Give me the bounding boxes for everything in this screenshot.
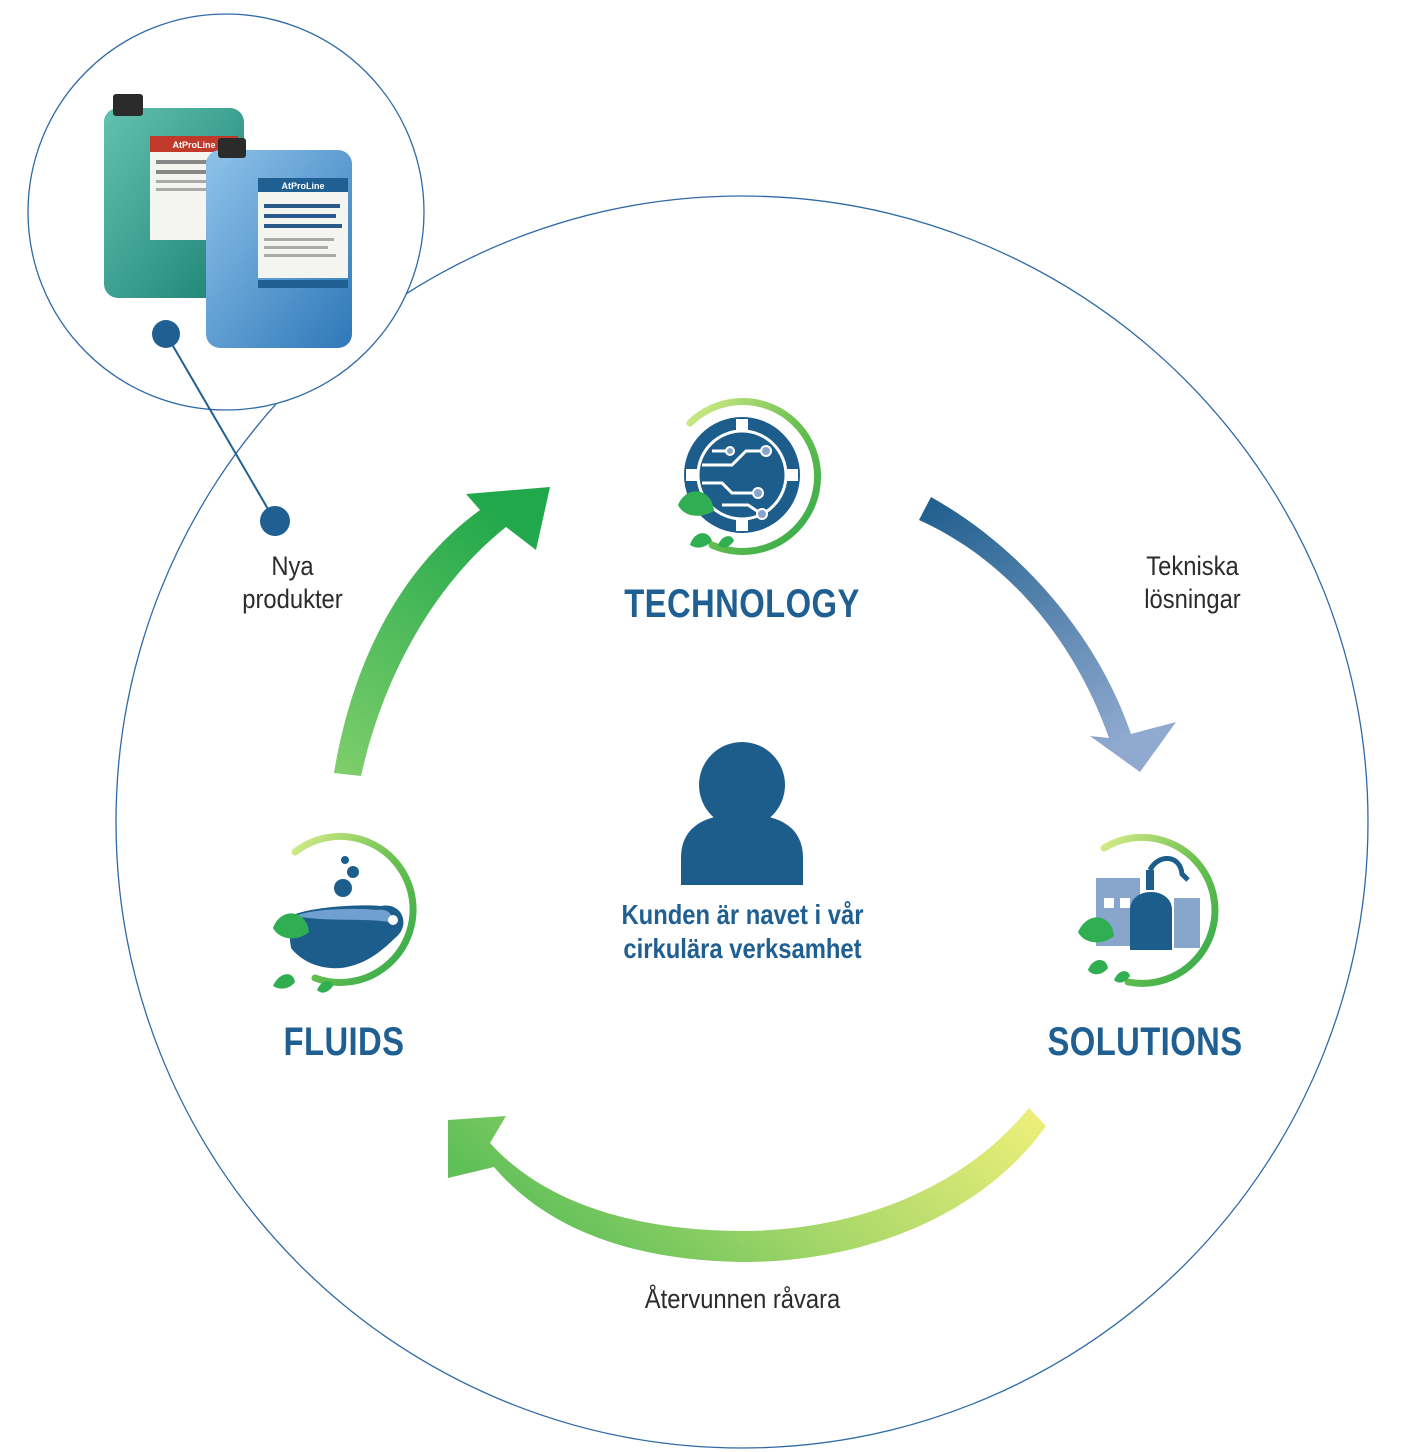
flow-label-line: Tekniska	[1146, 551, 1239, 581]
hub-caption-line: cirkulära verksamhet	[623, 933, 862, 964]
flow-label-line: Nya	[271, 551, 314, 581]
flow-label-tekniska-losningar: Tekniska lösningar	[1111, 550, 1274, 616]
node-label-fluids: FLUIDS	[283, 1020, 405, 1064]
flow-label-line: produkter	[242, 584, 343, 614]
arrow-technology-to-solutions	[919, 497, 1176, 772]
canister-blue-brand: AtProLine	[281, 181, 324, 191]
connector-dot-bottom	[260, 506, 290, 536]
inset-connector	[152, 320, 290, 536]
person-icon	[681, 742, 803, 885]
arrow-fluids-to-technology	[334, 487, 550, 776]
gear-circuit-icon	[678, 398, 822, 555]
flow-label-atervunnen-ravara: Återvunnen råvara	[644, 1284, 841, 1314]
hub-caption: Kunden är navet i vår cirkulära verksamh…	[570, 898, 914, 966]
node-label-solutions: SOLUTIONS	[1047, 1020, 1243, 1064]
flow-label-nya-produkter: Nya produkter	[211, 550, 374, 616]
factory-icon	[1078, 833, 1219, 987]
flow-label-line: lösningar	[1144, 584, 1241, 614]
connector-dot-top	[152, 320, 180, 348]
hub-caption-line: Kunden är navet i vår	[621, 899, 864, 930]
product-canisters-icon: AtProLine AtProLine	[104, 94, 352, 348]
node-label-technology: TECHNOLOGY	[624, 582, 860, 626]
liquid-flask-icon	[273, 832, 417, 993]
product-inset: AtProLine AtProLine	[27, 13, 425, 411]
arrow-solutions-to-fluids	[448, 1108, 1046, 1263]
canister-green-brand: AtProLine	[172, 140, 215, 150]
